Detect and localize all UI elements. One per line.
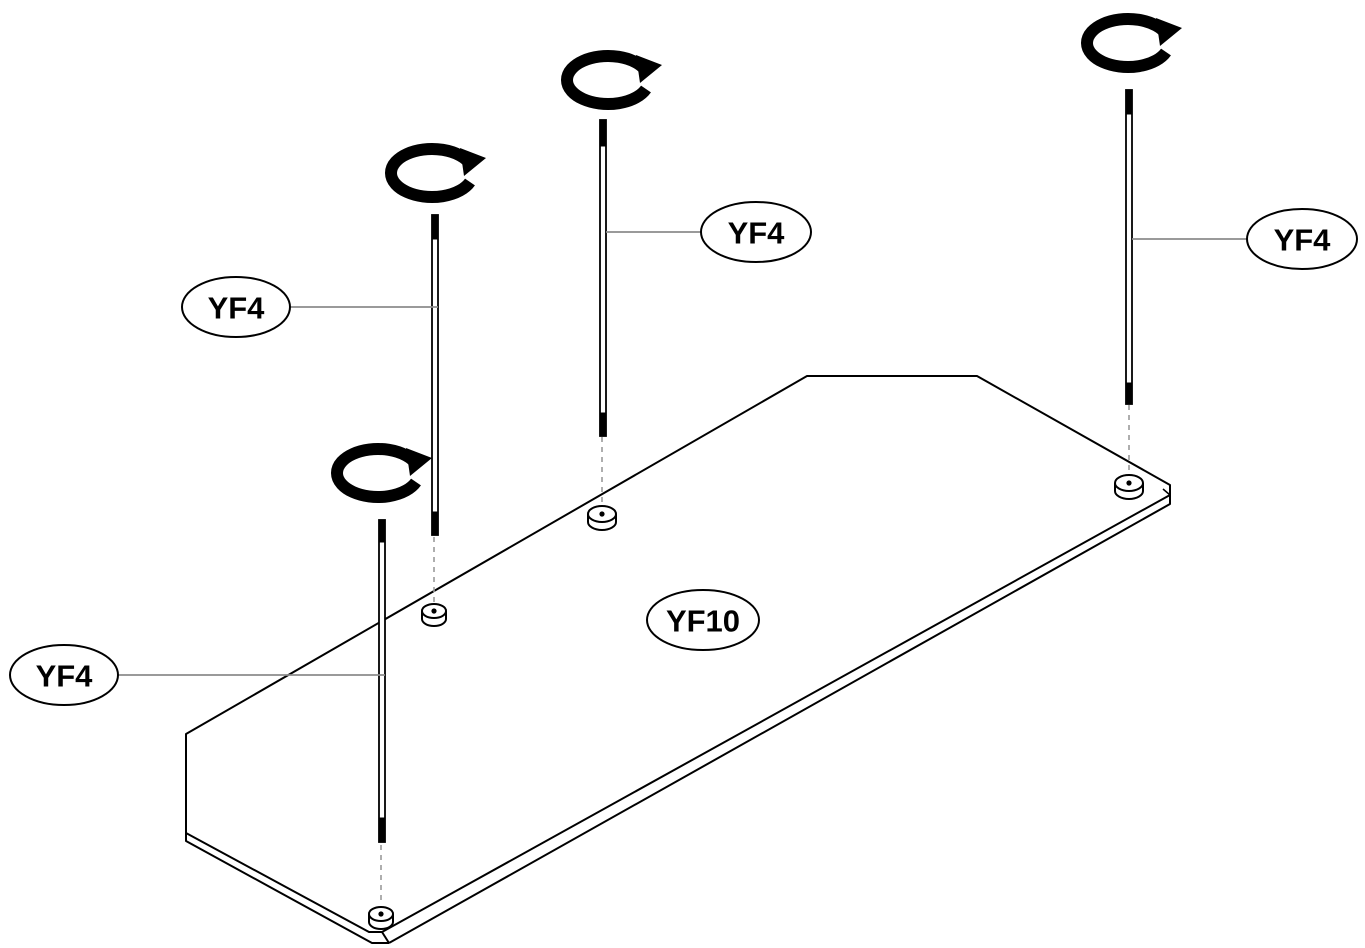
insert-1 [368,906,394,930]
part-labels: YF4 YF4 YF4 YF4 YF10 [9,201,1358,706]
panel-edge-front [388,495,1171,944]
rod-1 [378,519,386,843]
rod-label-text: YF4 [728,216,786,251]
panel-yf10 [185,375,1171,944]
label-rod-3: YF4 [700,201,812,263]
rod-2 [431,214,439,536]
insert-3 [587,505,617,531]
label-rod-4: YF4 [1246,208,1358,270]
panel-top-face [185,375,1171,933]
label-rod-2: YF4 [181,276,291,338]
rod-label-text: YF4 [208,291,266,326]
inserts [368,474,1144,930]
rod-4 [1125,89,1133,405]
rod-3 [599,119,607,437]
clockwise-rotate-icon [391,148,486,197]
clockwise-rotate-icon [337,448,432,497]
dashed-guides [380,405,1130,905]
insert-4 [1114,474,1144,500]
rod-label-text: YF4 [1274,223,1332,258]
label-panel: YF10 [646,589,760,651]
leader-lines [118,231,1247,676]
panel-edge-left [185,833,389,944]
insert-2 [421,603,447,627]
clockwise-rotate-icon [567,55,662,104]
label-rod-1: YF4 [9,644,119,706]
rod-label-text: YF4 [36,659,94,694]
panel-label-text: YF10 [666,604,740,639]
rods [378,89,1133,843]
clockwise-rotate-icon [1087,18,1182,67]
